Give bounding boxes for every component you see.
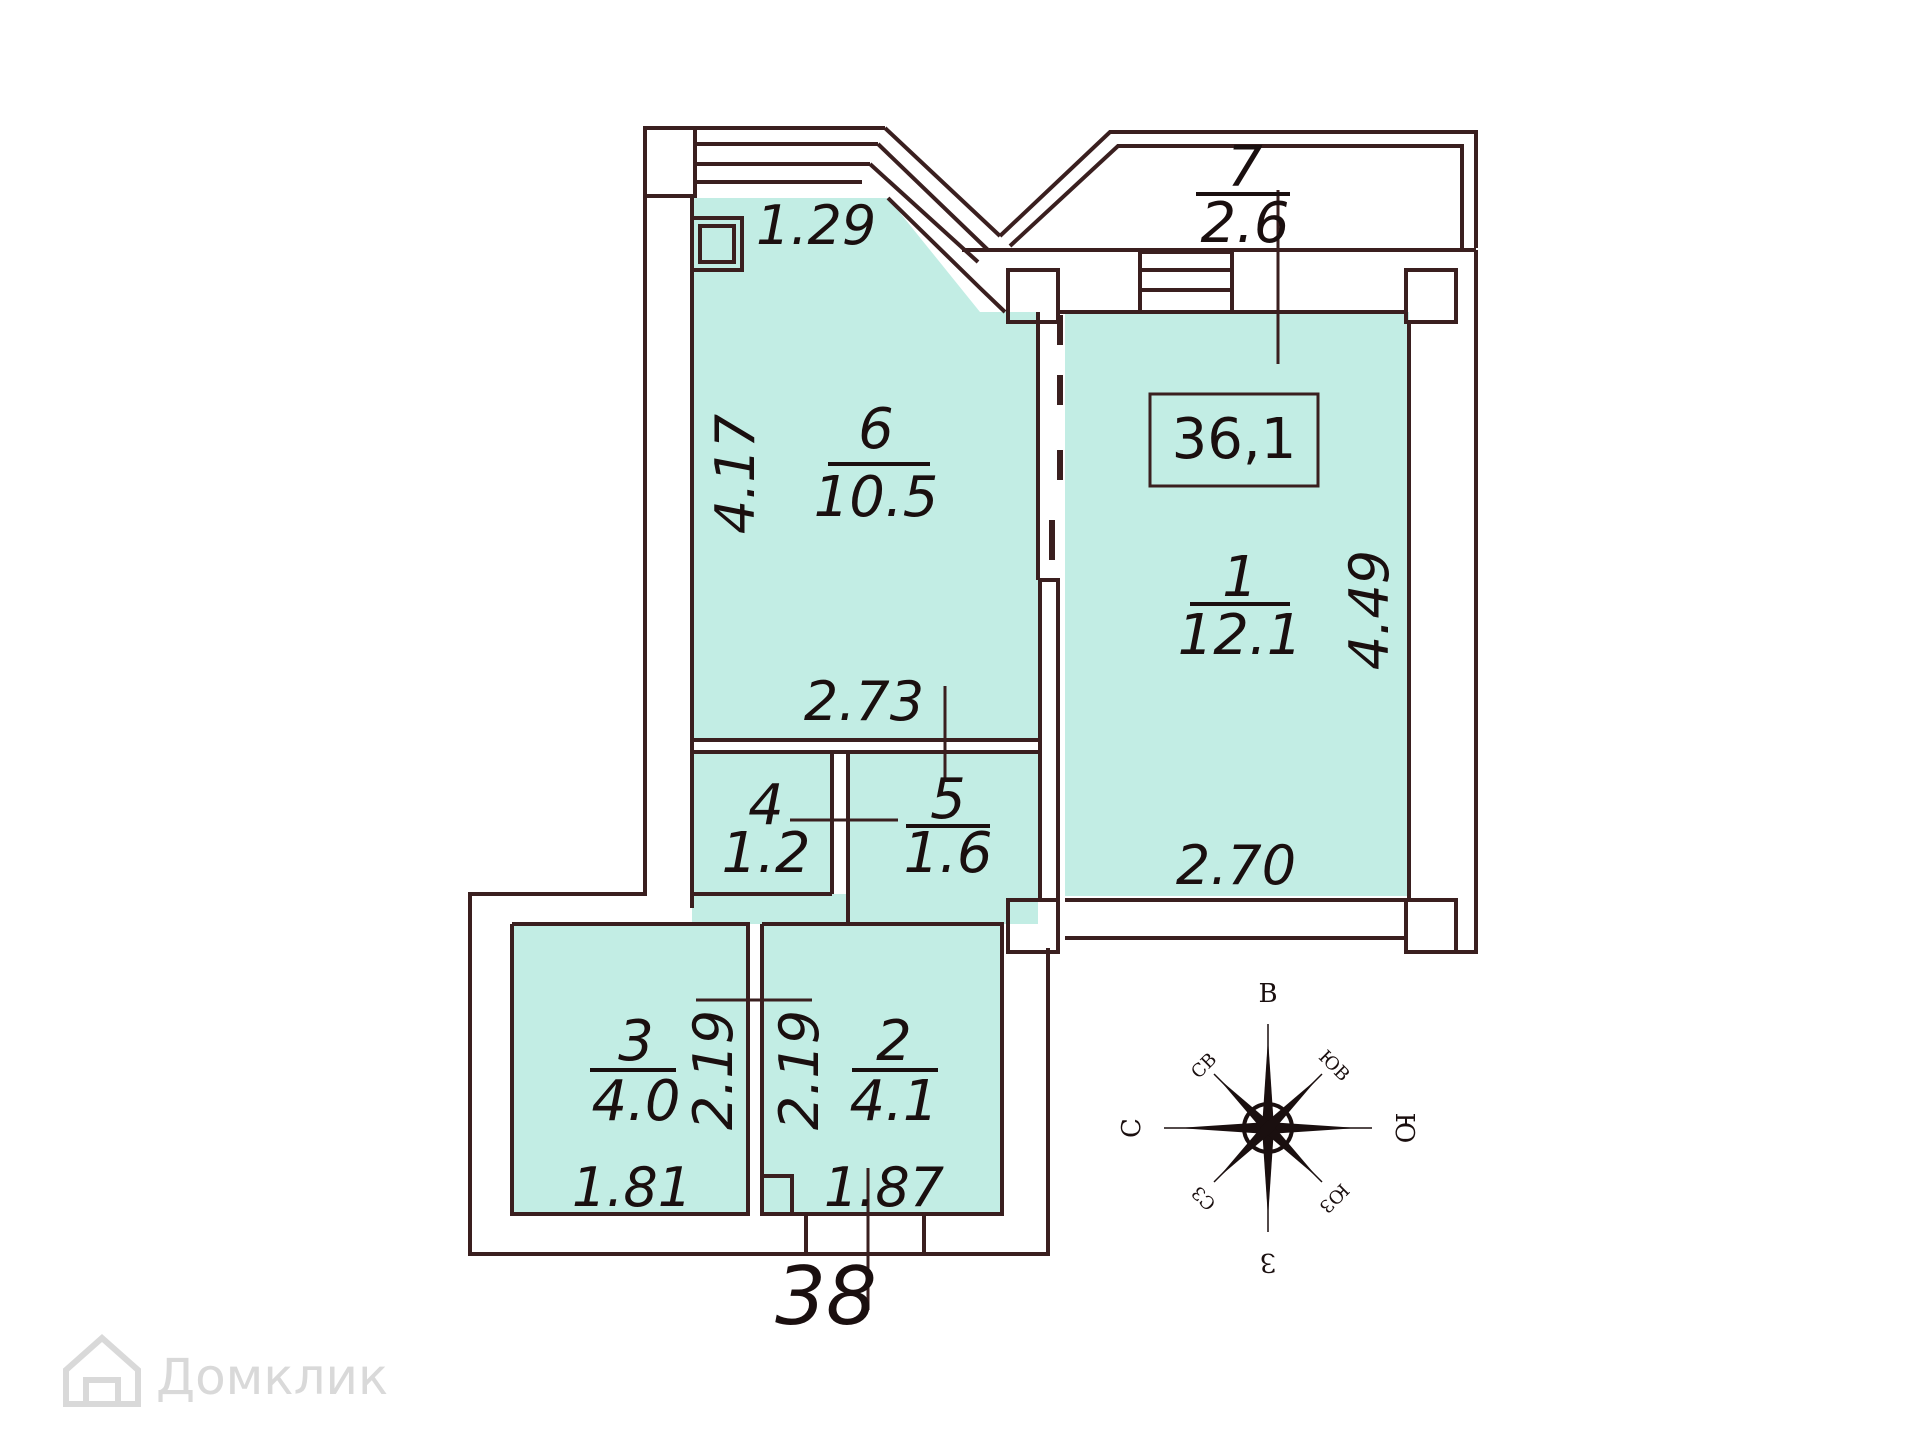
compass-w: З <box>1260 1247 1276 1277</box>
total-area-box <box>1148 392 1320 488</box>
room-1-label: 1 12.1 <box>1178 545 1303 668</box>
leader-lines <box>696 190 1280 1310</box>
room-6-fill <box>692 198 1038 740</box>
room-2-label: 2 4.1 <box>849 1009 938 1134</box>
room-4-label: 4 1.2 <box>721 773 810 886</box>
svg-text:2.6: 2.6 <box>1200 191 1289 256</box>
dim-room6-side: 4.17 <box>704 414 767 534</box>
dim-room3-side: 2.19 <box>682 1010 745 1130</box>
room-fills <box>512 198 1409 1214</box>
room-3-label: 3 4.0 <box>590 1009 681 1134</box>
svg-text:Домклик: Домклик <box>156 1348 388 1406</box>
compass-rose: В З С Ю СВ ЮВ ЮЗ СЗ <box>1117 979 1419 1277</box>
compass-nw: СЗ <box>1188 1182 1221 1215</box>
svg-text:4.0: 4.0 <box>591 1069 680 1134</box>
svg-text:4: 4 <box>748 773 784 838</box>
compass-ne: СВ <box>1187 1049 1221 1083</box>
svg-text:1.6: 1.6 <box>903 821 992 886</box>
hall-fill <box>692 894 1038 924</box>
compass-se: ЮВ <box>1314 1046 1353 1085</box>
svg-text:4.1: 4.1 <box>849 1069 938 1134</box>
dim-room1-side: 4.49 <box>1338 550 1401 670</box>
room-6-label: 6 10.5 <box>814 397 939 530</box>
compass-n: С <box>1117 1118 1147 1138</box>
room-7-label: 7 2.6 <box>1196 135 1290 256</box>
svg-text:12.1: 12.1 <box>1178 603 1303 668</box>
svg-text:1.2: 1.2 <box>721 821 810 886</box>
dim-room3-bottom: 1.81 <box>572 1156 692 1219</box>
dim-room2-side: 2.19 <box>768 1010 831 1130</box>
svg-text:1: 1 <box>1222 545 1258 610</box>
watermark: Домклик <box>63 1333 388 1407</box>
total-area: 36,1 <box>1172 407 1297 472</box>
dim-room6-top: 1.29 <box>756 194 876 257</box>
dim-room2-bottom: 1.87 <box>824 1156 944 1219</box>
room-4-fill <box>692 752 832 894</box>
svg-text:2: 2 <box>876 1009 912 1074</box>
svg-text:3: 3 <box>618 1009 654 1074</box>
house-icon <box>63 1333 141 1407</box>
compass-e: В <box>1258 979 1277 1009</box>
svg-text:10.5: 10.5 <box>814 465 939 530</box>
dim-room6-bottom: 2.73 <box>804 670 924 733</box>
walls <box>468 126 1478 1256</box>
svg-text:6: 6 <box>858 397 894 462</box>
svg-text:5: 5 <box>930 767 966 832</box>
compass-sw: ЮЗ <box>1315 1179 1353 1217</box>
room-5-fill <box>848 752 1038 894</box>
svg-text:7: 7 <box>1227 135 1263 200</box>
compass-s: Ю <box>1389 1112 1419 1143</box>
room-5-label: 5 1.6 <box>903 767 992 886</box>
apartment-number: 38 <box>775 1250 877 1343</box>
dim-room1-bottom: 2.70 <box>1176 834 1296 897</box>
door-marks <box>1049 315 1063 560</box>
